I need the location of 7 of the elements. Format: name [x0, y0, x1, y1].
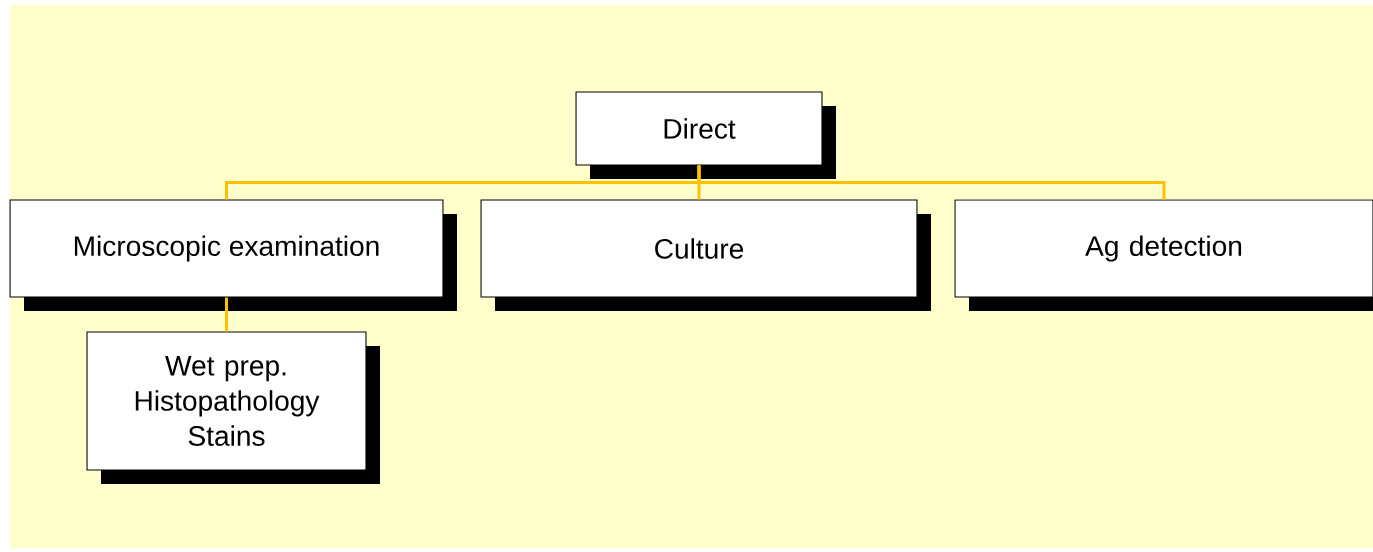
text-box: Wet prep. Histopathology Stains: [86, 331, 380, 484]
text-box: Culture: [480, 199, 931, 311]
connector-line: [697, 165, 1166, 200]
connector-line: [225, 297, 228, 332]
text-box: Direct: [575, 91, 836, 179]
text-box: Ag detection: [954, 199, 1373, 311]
text-box: Microscopic examination: [9, 199, 457, 311]
